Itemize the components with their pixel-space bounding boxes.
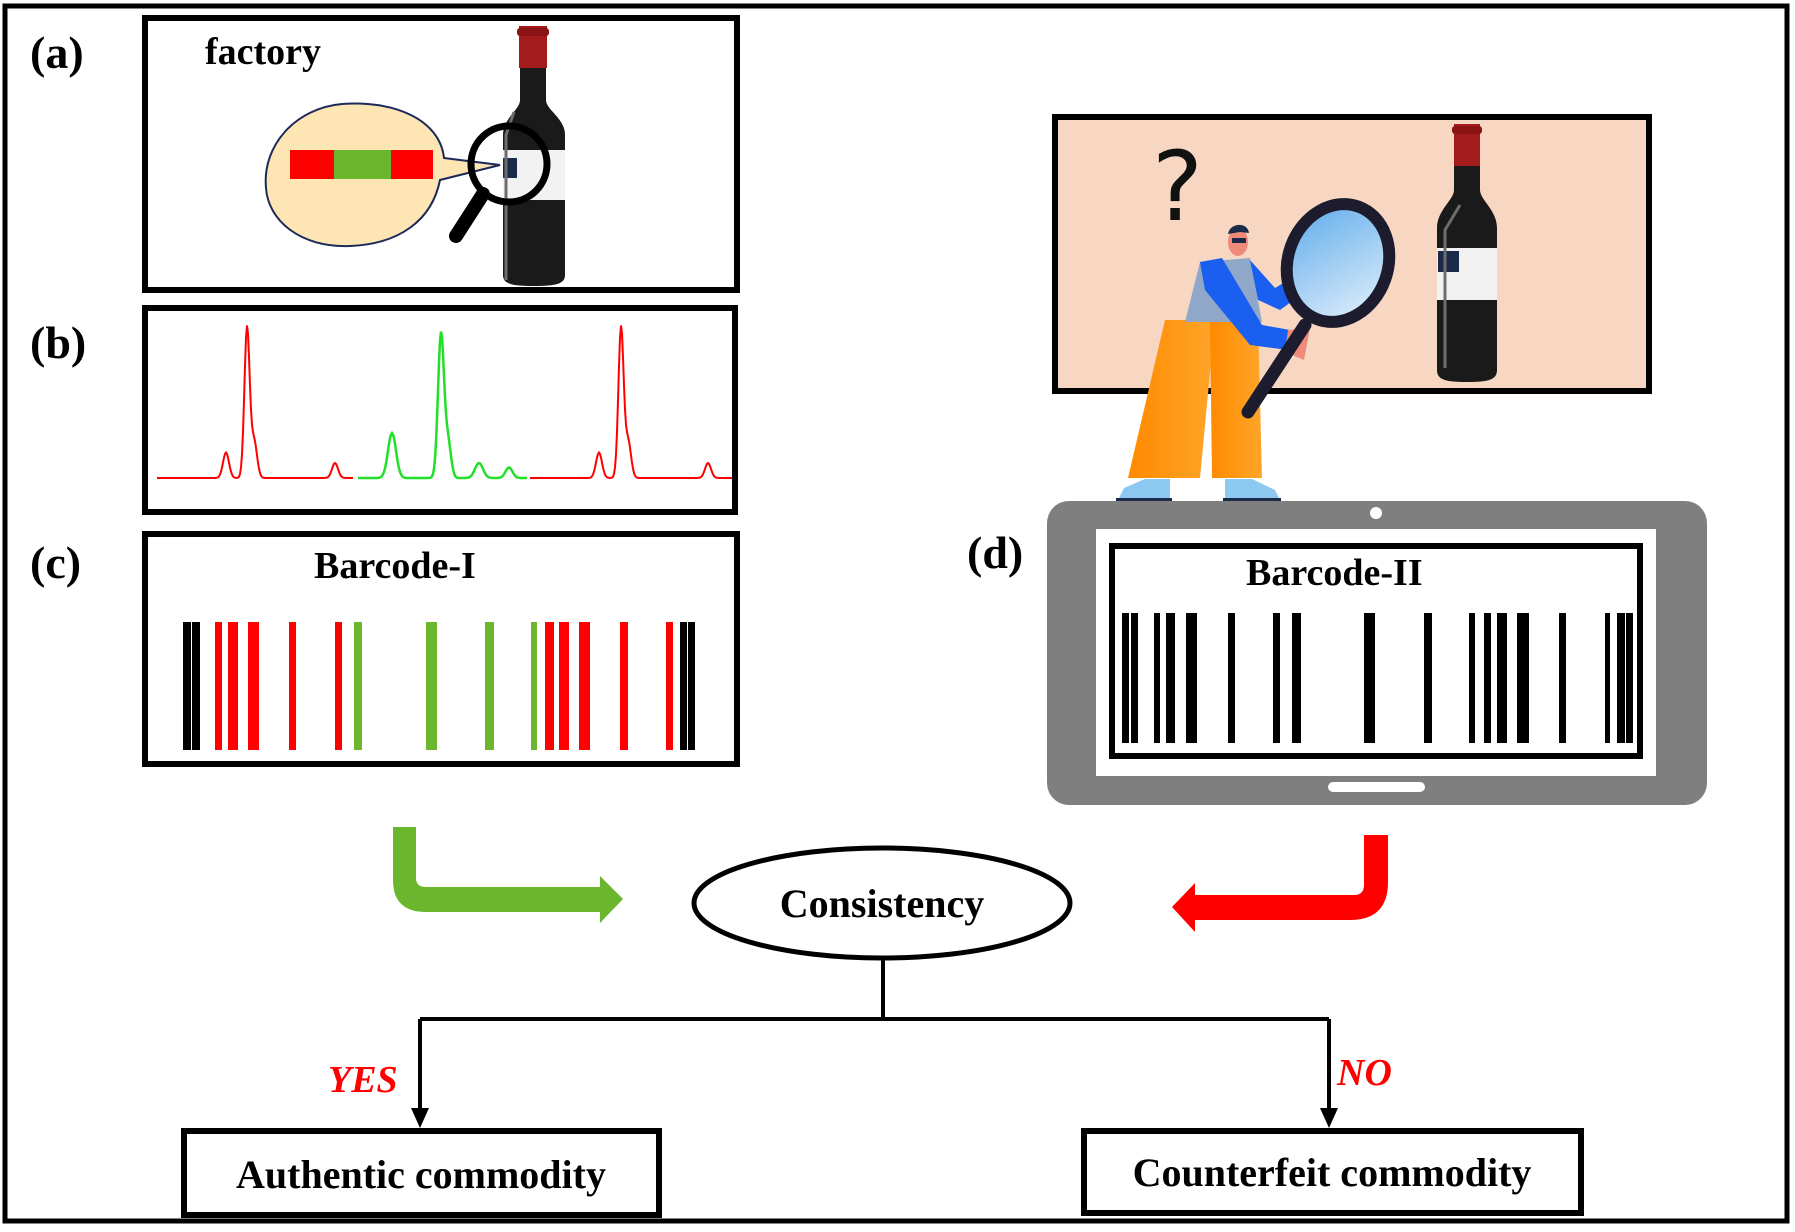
arrowhead-icon	[1320, 1108, 1338, 1128]
spectrum-line-red	[530, 325, 732, 479]
barcode-bar-black	[1626, 613, 1633, 743]
color-code-strip	[290, 150, 433, 179]
barcode-ii-frame	[1109, 543, 1643, 759]
barcode-bar-green	[354, 622, 362, 750]
barcode-bar-black	[1605, 613, 1610, 743]
barcode-bar-black	[680, 622, 687, 750]
strip-segment-red	[290, 150, 334, 179]
question-mark-icon: ?	[1152, 131, 1203, 243]
tablet-camera-icon	[1370, 507, 1382, 519]
strip-segment-green	[334, 150, 391, 179]
spectrum-line-green	[358, 331, 527, 480]
inspection-scene: ?	[1052, 114, 1652, 502]
barcode-bar-black	[1497, 613, 1507, 743]
green-arrow-icon	[393, 827, 623, 923]
panel-a-label: (a)	[30, 27, 84, 78]
barcode-bar-green	[485, 622, 494, 750]
barcode-bar-black	[1484, 613, 1491, 743]
yes-label: YES	[328, 1059, 398, 1101]
spectra-plot	[157, 325, 732, 480]
barcode-bar-black	[1517, 613, 1529, 743]
barcode-bar-black	[1228, 613, 1235, 743]
barcode-bar-black	[1273, 613, 1280, 743]
barcode-bar-black	[1154, 613, 1160, 743]
flow-connectors	[411, 958, 1338, 1128]
wine-bottle-icon	[1437, 124, 1497, 382]
panel-c-label: (c)	[30, 537, 81, 588]
counterfeit-label: Counterfeit commodity	[1133, 1150, 1532, 1195]
magnifier-icon	[449, 122, 551, 243]
barcode-bar-red	[579, 622, 590, 750]
barcode-bar-red	[545, 622, 554, 750]
barcode-bar-black	[1559, 613, 1566, 743]
barcode-bar-black	[1364, 613, 1375, 743]
barcode-ii	[1122, 613, 1633, 743]
barcode-bar-black	[1469, 613, 1475, 743]
strip-segment-red	[391, 150, 433, 179]
counterfeit-outcome-box: Counterfeit commodity	[1081, 1128, 1584, 1216]
wine-bottle-icon	[503, 26, 565, 286]
barcode-bar-red	[215, 622, 222, 750]
red-arrow-icon	[1172, 835, 1388, 932]
person-illustration	[1116, 224, 1310, 502]
panel-c-frame	[142, 531, 740, 767]
barcode-bar-black	[192, 622, 200, 750]
barcode-bar-black	[183, 622, 191, 750]
tablet-home-button[interactable]	[1328, 782, 1425, 792]
barcode-bar-red	[335, 622, 342, 750]
barcode-bar-red	[559, 622, 569, 750]
barcode-bar-black	[688, 622, 695, 750]
panel-d-label: (d)	[967, 527, 1023, 578]
outer-frame	[2, 3, 1790, 1224]
decision-node: Consistency	[691, 845, 1073, 961]
barcode-bar-black	[1131, 613, 1138, 743]
barcode-bar-red	[228, 622, 238, 750]
arrowhead-icon	[411, 1108, 429, 1128]
barcode-bar-green	[426, 622, 437, 750]
no-label: NO	[1336, 1052, 1392, 1094]
barcode-bar-black	[1292, 613, 1301, 743]
panel-b-label: (b)	[30, 317, 86, 368]
barcode-bar-black	[1166, 613, 1175, 743]
tablet-device: Barcode-II	[1047, 501, 1707, 805]
panel-a: factory	[142, 15, 740, 293]
barcode-i-title: Barcode-I	[314, 545, 476, 587]
barcode-ii-title: Barcode-II	[1246, 552, 1423, 594]
barcode-bar-red	[289, 622, 296, 750]
barcode-bar-red	[666, 622, 673, 750]
panel-c: Barcode-I	[142, 531, 740, 767]
barcode-i	[183, 622, 695, 750]
barcode-bar-red	[248, 622, 259, 750]
consistency-label: Consistency	[780, 881, 984, 926]
panel-a-frame	[142, 15, 740, 293]
barcode-bar-black	[1617, 613, 1625, 743]
spectrum-line-red	[157, 325, 353, 479]
panel-a-title: factory	[205, 31, 321, 73]
authentic-label: Authentic commodity	[236, 1152, 606, 1197]
barcode-bar-red	[620, 622, 628, 750]
barcode-bar-black	[1122, 613, 1129, 743]
barcode-bar-black	[1186, 613, 1197, 743]
barcode-bar-green	[531, 622, 537, 750]
barcode-bar-black	[1424, 613, 1432, 743]
authentic-outcome-box: Authentic commodity	[181, 1128, 662, 1218]
magnifier-icon	[1241, 198, 1396, 419]
panel-b	[142, 305, 738, 515]
